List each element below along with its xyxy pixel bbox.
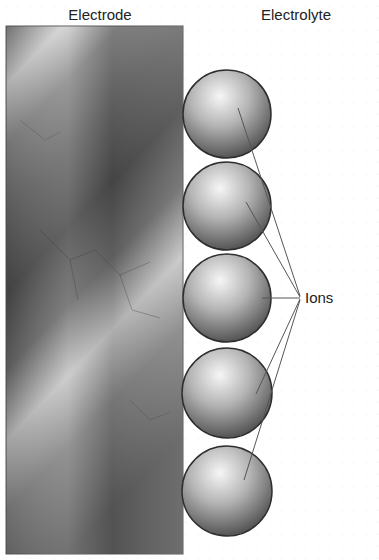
heading-label: Electrode <box>68 6 131 24</box>
heading-label: Electrolyte <box>261 6 331 24</box>
callout-label: Ions <box>305 289 333 307</box>
ion-circles <box>182 70 272 536</box>
leader-lines <box>238 108 300 480</box>
electrode-plate <box>6 26 183 554</box>
